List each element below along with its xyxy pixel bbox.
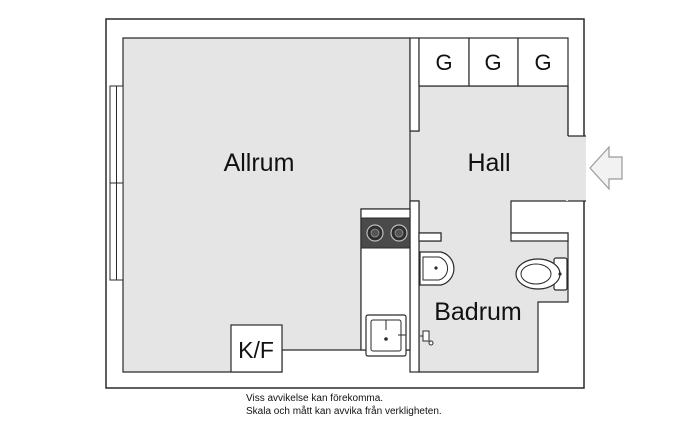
room-label-hall: Hall	[467, 149, 510, 177]
bathroom-wall-top-right	[510, 232, 569, 242]
stove-icon	[360, 217, 411, 249]
disclaimer-line-2: Skala och mått kan avvika från verklighe…	[246, 406, 442, 417]
allrum-hall-wall	[409, 37, 420, 132]
closet-3	[517, 37, 569, 87]
closet-row: G G G	[418, 37, 569, 87]
fridge-freezer: K/F	[230, 324, 283, 373]
sink-icon	[365, 314, 407, 357]
entrance-arrow-icon	[589, 145, 623, 191]
room-label-allrum: Allrum	[224, 149, 295, 177]
closet-label-2: G	[484, 50, 501, 75]
disclaimer-line-1: Viss avvikelse kan förekomma.	[246, 393, 384, 404]
toilet-icon	[515, 257, 568, 291]
hall-entry-opening	[566, 136, 586, 201]
closet-label-3: G	[534, 50, 551, 75]
bathroom-wall-top-left	[418, 232, 442, 242]
closet-label-1: G	[435, 50, 452, 75]
closet-2	[468, 37, 519, 87]
window-icon	[109, 85, 124, 281]
bathroom-wall-left	[409, 200, 420, 373]
washbasin-icon	[419, 251, 455, 286]
room-label-badrum: Badrum	[434, 298, 522, 326]
faucet-icon	[420, 330, 434, 346]
fridge-label: K/F	[238, 337, 274, 363]
